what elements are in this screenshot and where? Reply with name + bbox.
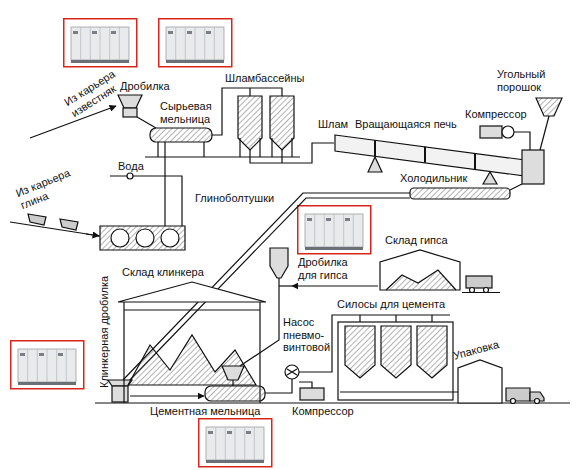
- cooler-chute: [510, 184, 522, 190]
- raw-mill: [150, 128, 212, 142]
- clinker-crusher: [112, 386, 128, 402]
- slurry-pipe: [250, 143, 334, 163]
- part-label: Клинкерная дробилка: [98, 276, 111, 388]
- part-label: Склад клинкера: [122, 266, 204, 279]
- clay-mixer: [161, 229, 179, 247]
- clay-slurry-pipe: [164, 142, 165, 226]
- part-label: Сырьевая мельница: [160, 100, 220, 125]
- gypsum-crusher: [270, 248, 288, 278]
- wheel: [484, 288, 489, 293]
- clay-feed: [86, 234, 99, 236]
- rotary-kiln: [335, 135, 525, 176]
- part-label: Насос пневмо-винтовой: [283, 316, 329, 354]
- part-label: Компрессор: [465, 108, 527, 121]
- cabinet-picture: [64, 19, 137, 67]
- part-label: Холодильник: [400, 172, 467, 185]
- part-label: Шламбассейны: [225, 72, 304, 85]
- part-label: Склад гипса: [385, 234, 448, 247]
- mill-hopper: [222, 366, 244, 380]
- kiln-support: [368, 157, 382, 172]
- compressor-symbol: [502, 126, 514, 138]
- cement-silo: [417, 326, 447, 378]
- part-label: Цементная мельница: [150, 405, 260, 418]
- compressor-symbol: [480, 126, 502, 138]
- gypsum-feed: [279, 285, 292, 286]
- crusher-body: [123, 108, 137, 117]
- ground-line: [145, 156, 300, 157]
- part-label: Угольный порошок: [497, 68, 557, 93]
- clay-wagon: [28, 214, 46, 225]
- part-label: Компрессор: [292, 405, 354, 418]
- part-label: Глиноболтушки: [195, 192, 274, 205]
- cabinet-picture: [159, 19, 232, 67]
- clay-track: [10, 222, 100, 236]
- wheel: [470, 288, 475, 293]
- part-label: Дробилка для гипса: [298, 256, 360, 281]
- kiln-head: [522, 150, 544, 184]
- cooler-drum: [410, 188, 510, 199]
- gypsum-store: [380, 250, 460, 290]
- cement-mill: [205, 386, 265, 401]
- mill-feed: [130, 395, 204, 396]
- part-label: Вода: [118, 160, 144, 173]
- clinker-pile: [128, 335, 256, 385]
- clay-mixer: [111, 229, 129, 247]
- water-pipe: [110, 176, 182, 226]
- coal-pipe: [540, 116, 549, 150]
- wheel: [511, 399, 516, 404]
- cabinet-picture: [298, 206, 371, 254]
- basin-support: [240, 138, 292, 157]
- gypsum-pile: [386, 270, 456, 290]
- part-label: Дробилка: [120, 80, 170, 93]
- slurry-basin: [238, 96, 262, 150]
- air-pipe: [299, 382, 312, 388]
- mill-chute: [232, 380, 233, 386]
- part-label: Упаковка: [452, 338, 500, 362]
- feed-conveyor: [137, 117, 156, 128]
- clinker-conveyor: [123, 193, 410, 380]
- clay-mixer: [136, 229, 154, 247]
- rail-wagon: [466, 276, 492, 288]
- air-pipe: [514, 132, 530, 150]
- gypsum-pipe: [240, 278, 279, 366]
- cabinet-picture: [11, 341, 84, 389]
- compressor-symbol: [300, 388, 324, 400]
- clay-wagon: [60, 219, 78, 230]
- slurry-basin: [270, 96, 294, 150]
- pump-symbol: [287, 369, 297, 375]
- packing-house: [458, 360, 502, 403]
- wheel: [535, 399, 540, 404]
- rail-track: [462, 292, 500, 293]
- store-roof: [118, 282, 266, 302]
- crusher-hopper: [118, 95, 142, 108]
- clay-pit: [100, 226, 185, 250]
- kiln-band: [375, 140, 475, 169]
- cabinet-picture: [199, 419, 272, 467]
- kiln-support: [483, 172, 497, 184]
- pump-symbol: [285, 365, 299, 379]
- cement-silo: [381, 326, 411, 378]
- part-label: Шлам: [318, 118, 348, 131]
- part-label: Вращающаяся печь: [355, 118, 457, 131]
- silo-conveyor: [340, 391, 458, 392]
- coal-hopper: [536, 98, 562, 116]
- valve-symbol: [127, 173, 133, 179]
- part-label: Из карьера известняк: [62, 67, 125, 119]
- cement-pipe: [265, 379, 292, 393]
- gypsum-feed: [292, 285, 378, 286]
- silo-building: [338, 322, 453, 400]
- part-label: Силосы для цемента: [337, 298, 445, 311]
- cement-silo: [345, 326, 375, 378]
- truck: [506, 388, 530, 401]
- part-label: Из карьера глина: [14, 165, 81, 212]
